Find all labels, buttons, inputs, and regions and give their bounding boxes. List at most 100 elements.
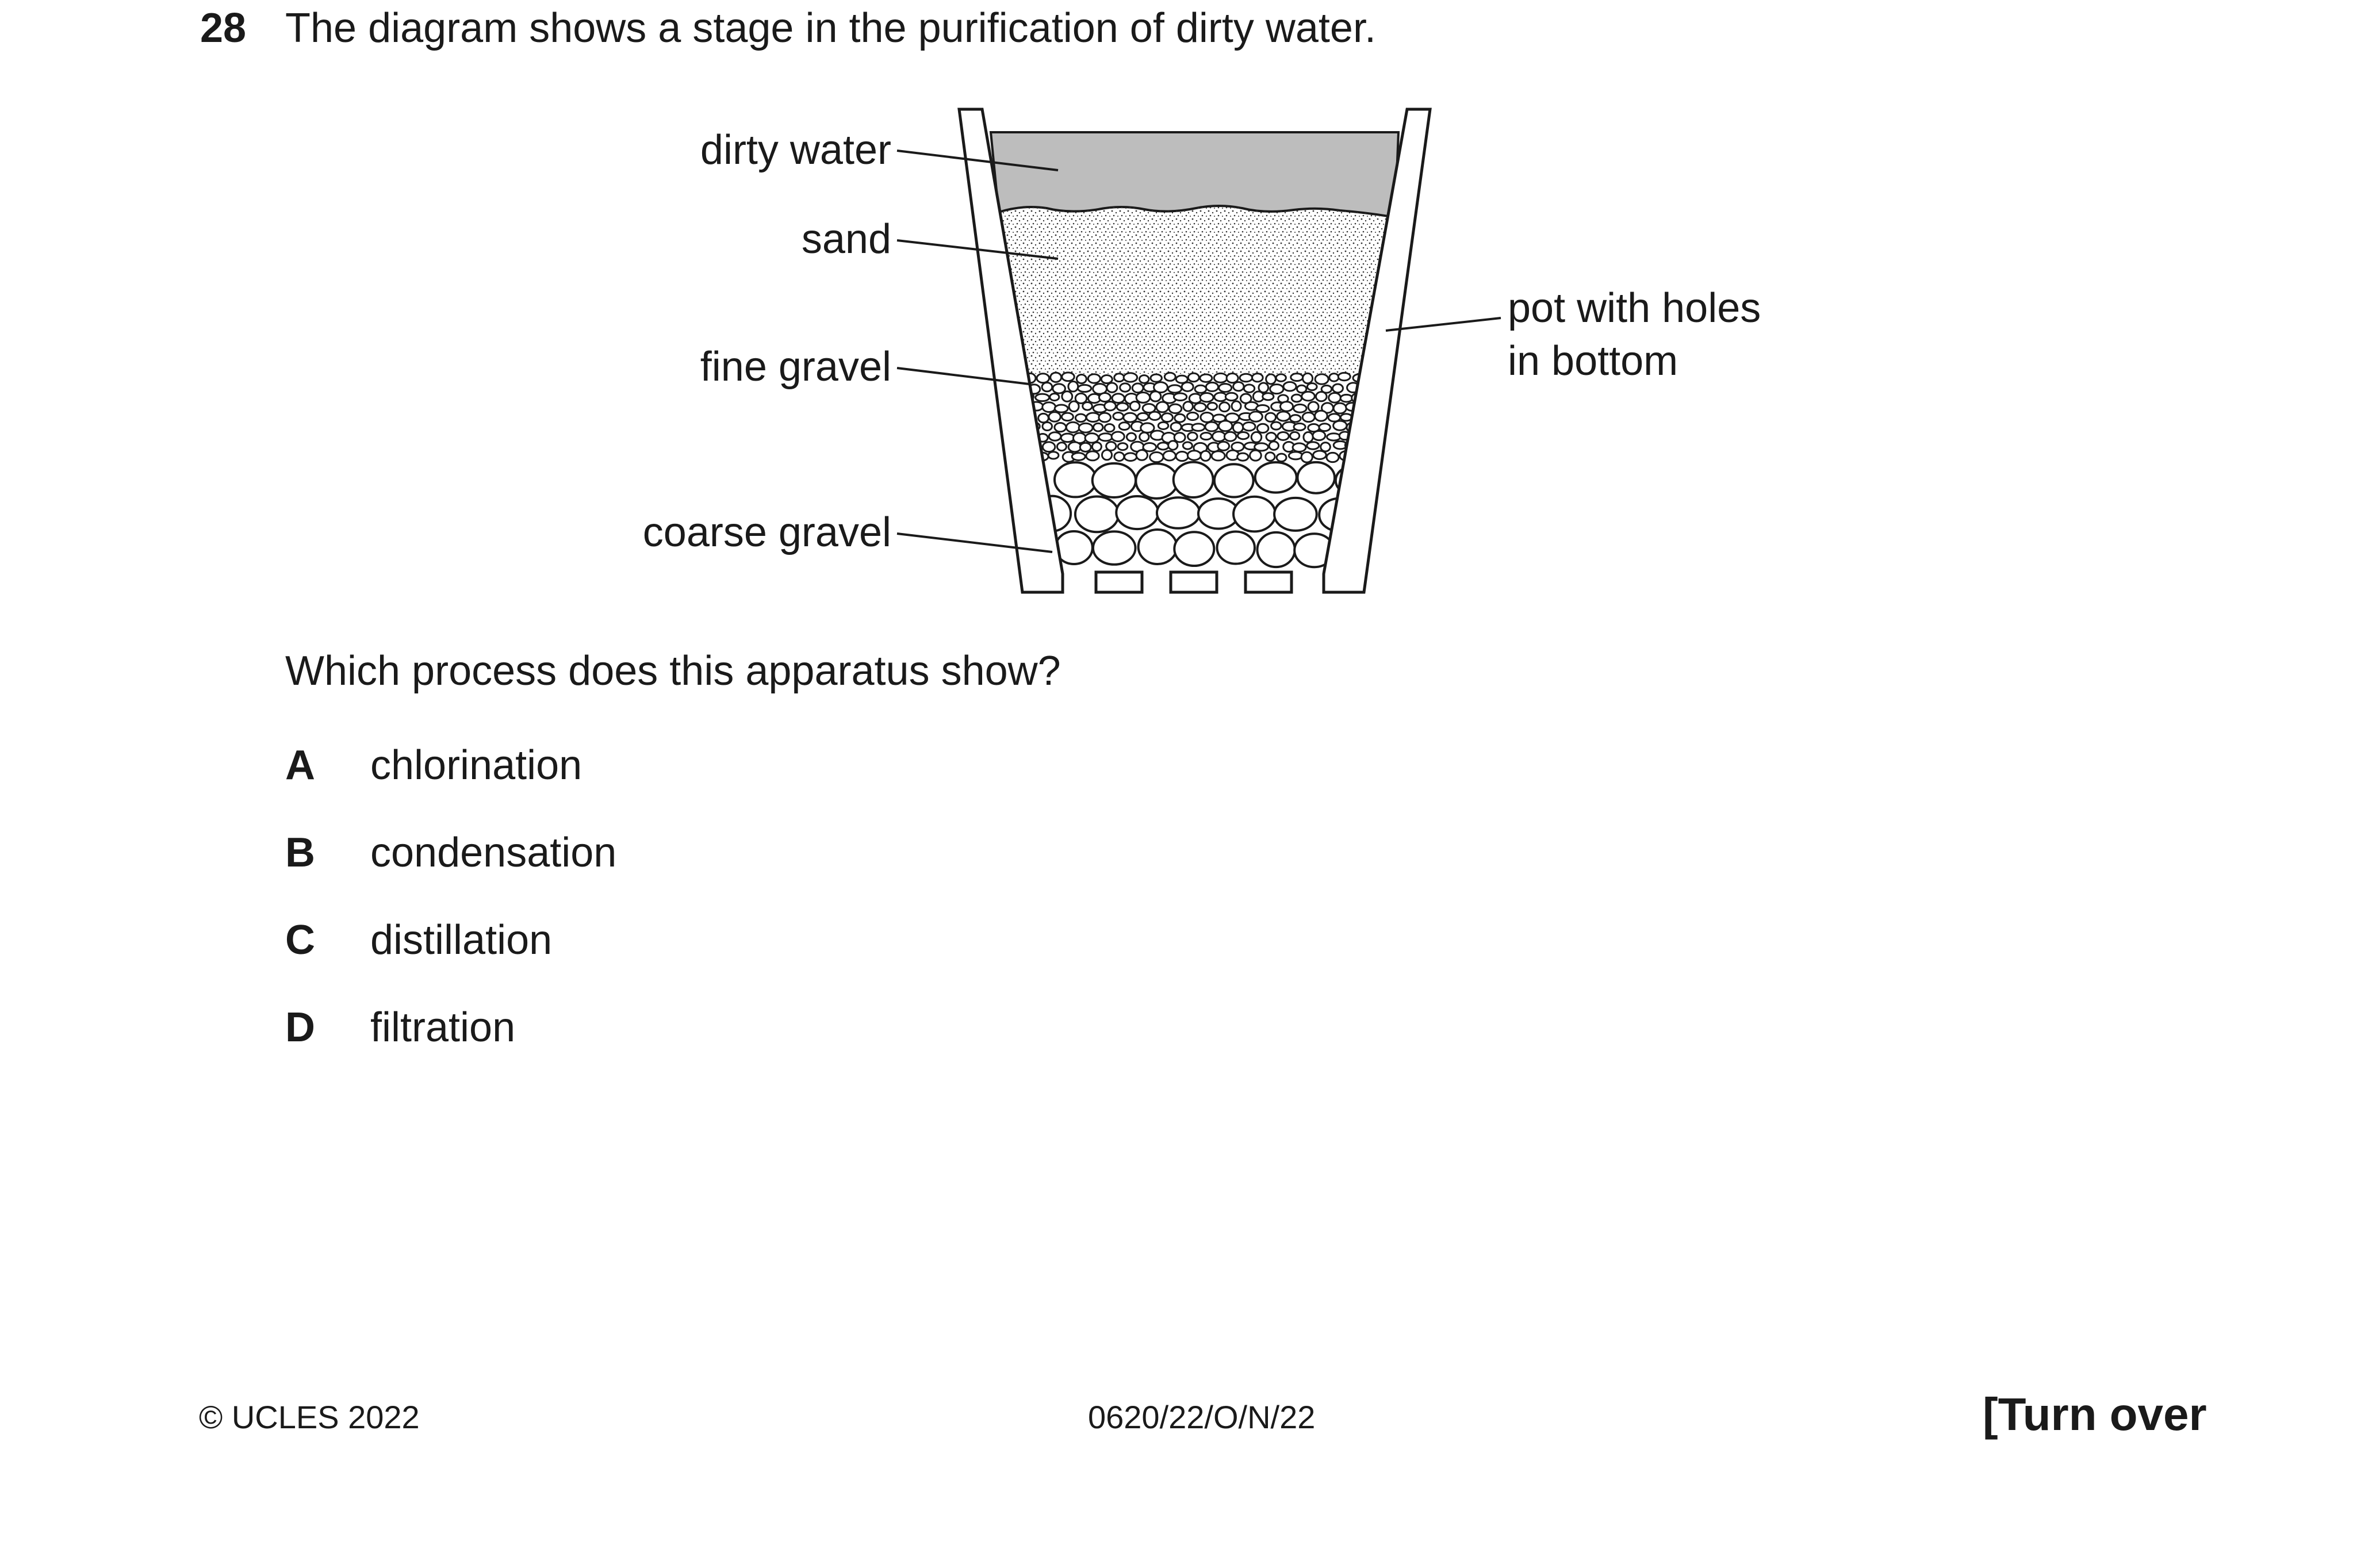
fine-gravel-pebble xyxy=(1318,423,1331,432)
fine-gravel-pebble xyxy=(1135,392,1151,404)
fine-gravel-pebble xyxy=(1300,451,1313,463)
coarse-gravel-stone xyxy=(1137,528,1178,566)
fine-gravel-pebble xyxy=(1119,382,1132,393)
fine-gravel-pebble xyxy=(1200,412,1214,423)
fine-gravel-pebble xyxy=(1217,420,1233,432)
fine-gravel-pebble xyxy=(1301,390,1316,402)
question-number: 28 xyxy=(200,5,247,51)
fine-gravel-pebble xyxy=(1268,440,1280,451)
fine-gravel-pebble xyxy=(1250,431,1263,443)
label-pot-line2: in bottom xyxy=(1508,338,1678,384)
fine-gravel-pebble xyxy=(1142,442,1158,453)
fine-gravel-pebble xyxy=(1205,381,1220,392)
fine-gravel-pebble xyxy=(1037,412,1049,424)
question-prompt: Which process does this apparatus show? xyxy=(285,648,1061,694)
fine-gravel-pebble xyxy=(1041,421,1053,432)
fine-gravel-pebble xyxy=(1293,422,1306,431)
fine-gravel-pebble xyxy=(1067,380,1079,393)
fine-gravel-pebble xyxy=(1098,432,1113,442)
coarse-gravel-stone xyxy=(1213,463,1255,499)
fine-gravel-pebble xyxy=(1312,450,1327,460)
fine-gravel-pebble xyxy=(1125,432,1137,442)
coarse-gravel-stone xyxy=(1074,495,1120,534)
fine-gravel-pebble xyxy=(1325,451,1340,463)
pot-foot xyxy=(1169,570,1218,594)
fine-gravel-pebble xyxy=(1239,373,1254,383)
pot-right-wall xyxy=(1322,108,1432,594)
fine-gravel-pebble xyxy=(1049,371,1063,383)
fine-gravel-pebble xyxy=(1248,411,1263,423)
fine-gravel-pebble xyxy=(1187,372,1200,383)
option-b-text: condensation xyxy=(370,830,617,876)
fine-gravel-pebble xyxy=(1217,440,1231,451)
fine-gravel-pebble xyxy=(1135,449,1149,461)
fine-gravel-pebble xyxy=(1290,393,1303,403)
fine-gravel-pebble xyxy=(1167,384,1183,394)
coarse-gravel-stone xyxy=(1115,494,1160,531)
fine-gravel-pebble xyxy=(1116,402,1129,412)
leader-fine-gravel xyxy=(896,367,1030,385)
fine-gravel-pebble xyxy=(1328,392,1342,404)
footer-paper-code: 0620/22/O/N/22 xyxy=(1088,1399,1316,1435)
fine-gravel-pebble xyxy=(1053,422,1067,433)
label-coarse-gravel: coarse gravel xyxy=(643,509,891,555)
pot-foot xyxy=(1094,570,1144,594)
dirty-water-layer xyxy=(989,131,1400,219)
footer-turn-over: [Turn over xyxy=(1983,1389,2207,1440)
fine-gravel-pebble xyxy=(1117,442,1129,451)
option-c-text: distillation xyxy=(370,917,553,963)
fine-gravel-pebble xyxy=(1241,421,1256,432)
fine-gravel-pebble xyxy=(1200,450,1212,462)
fine-gravel-pebble xyxy=(1087,373,1101,384)
fine-gravel-pebble xyxy=(1314,409,1328,422)
fine-gravel-pebble xyxy=(1065,421,1080,434)
fine-gravel-pebble xyxy=(1106,382,1118,393)
label-dirty-water: dirty water xyxy=(700,127,891,173)
coarse-gravel-stone xyxy=(1135,462,1179,500)
fine-gravel-pebble xyxy=(1098,412,1112,423)
fine-gravel-pebble xyxy=(1182,401,1194,412)
fine-gravel-pebble xyxy=(1157,421,1170,430)
leader-dirty-water xyxy=(896,149,1059,171)
fine-gravel-pebble xyxy=(1041,381,1053,393)
fine-gravel-pebble xyxy=(1160,412,1174,423)
fine-gravel-pebble xyxy=(1170,421,1182,432)
fine-gravel-pebble xyxy=(1301,372,1314,385)
fine-gravel-pebble xyxy=(1047,451,1060,460)
fine-gravel-pebble xyxy=(1265,432,1277,442)
fine-gravel-pebble xyxy=(1122,372,1139,383)
fine-gravel-pebble xyxy=(1258,382,1270,393)
fine-gravel-pebble xyxy=(1269,384,1285,395)
fine-gravel-pebble xyxy=(1060,432,1075,443)
fine-gravel-pebble xyxy=(1105,440,1117,451)
fine-gravel-pebble xyxy=(1141,403,1156,414)
fine-gravel-pebble xyxy=(1103,400,1117,412)
fine-gravel-pebble xyxy=(1052,383,1066,394)
label-fine-gravel: fine gravel xyxy=(700,344,891,390)
fine-gravel-pebble xyxy=(1191,423,1206,432)
fine-gravel-pebble xyxy=(1074,413,1087,423)
fine-gravel-pebble xyxy=(1156,442,1170,451)
fine-gravel-pebble xyxy=(1175,450,1189,462)
fine-gravel-pebble xyxy=(1186,450,1202,461)
fine-gravel-pebble xyxy=(1275,373,1287,382)
fine-gravel-pebble xyxy=(1149,451,1164,463)
coarse-gravel-stone xyxy=(1053,461,1098,499)
fine-gravel-pebble xyxy=(1060,412,1074,422)
fine-gravel-pebble xyxy=(1175,374,1189,384)
fine-gravel-pebble xyxy=(1048,411,1061,423)
fine-gravel-pebble xyxy=(1149,373,1163,383)
fine-gravel-pebble xyxy=(1289,431,1301,441)
fine-gravel-pebble xyxy=(1093,422,1104,432)
fine-gravel-pebble xyxy=(1162,450,1176,462)
fine-gravel-pebble xyxy=(1149,390,1162,402)
coarse-gravel-stone xyxy=(1273,496,1318,532)
fine-gravel-pebble xyxy=(1056,442,1067,452)
fine-gravel-pebble xyxy=(1048,431,1062,442)
option-a-text: chlorination xyxy=(370,742,582,788)
fine-gravel-pebble xyxy=(1049,393,1060,402)
fine-gravel-pebble xyxy=(1328,373,1340,382)
option-d-letter: D xyxy=(285,1005,315,1051)
fine-gravel-pebble xyxy=(1289,414,1302,423)
fine-gravel-pebble xyxy=(1232,381,1245,392)
